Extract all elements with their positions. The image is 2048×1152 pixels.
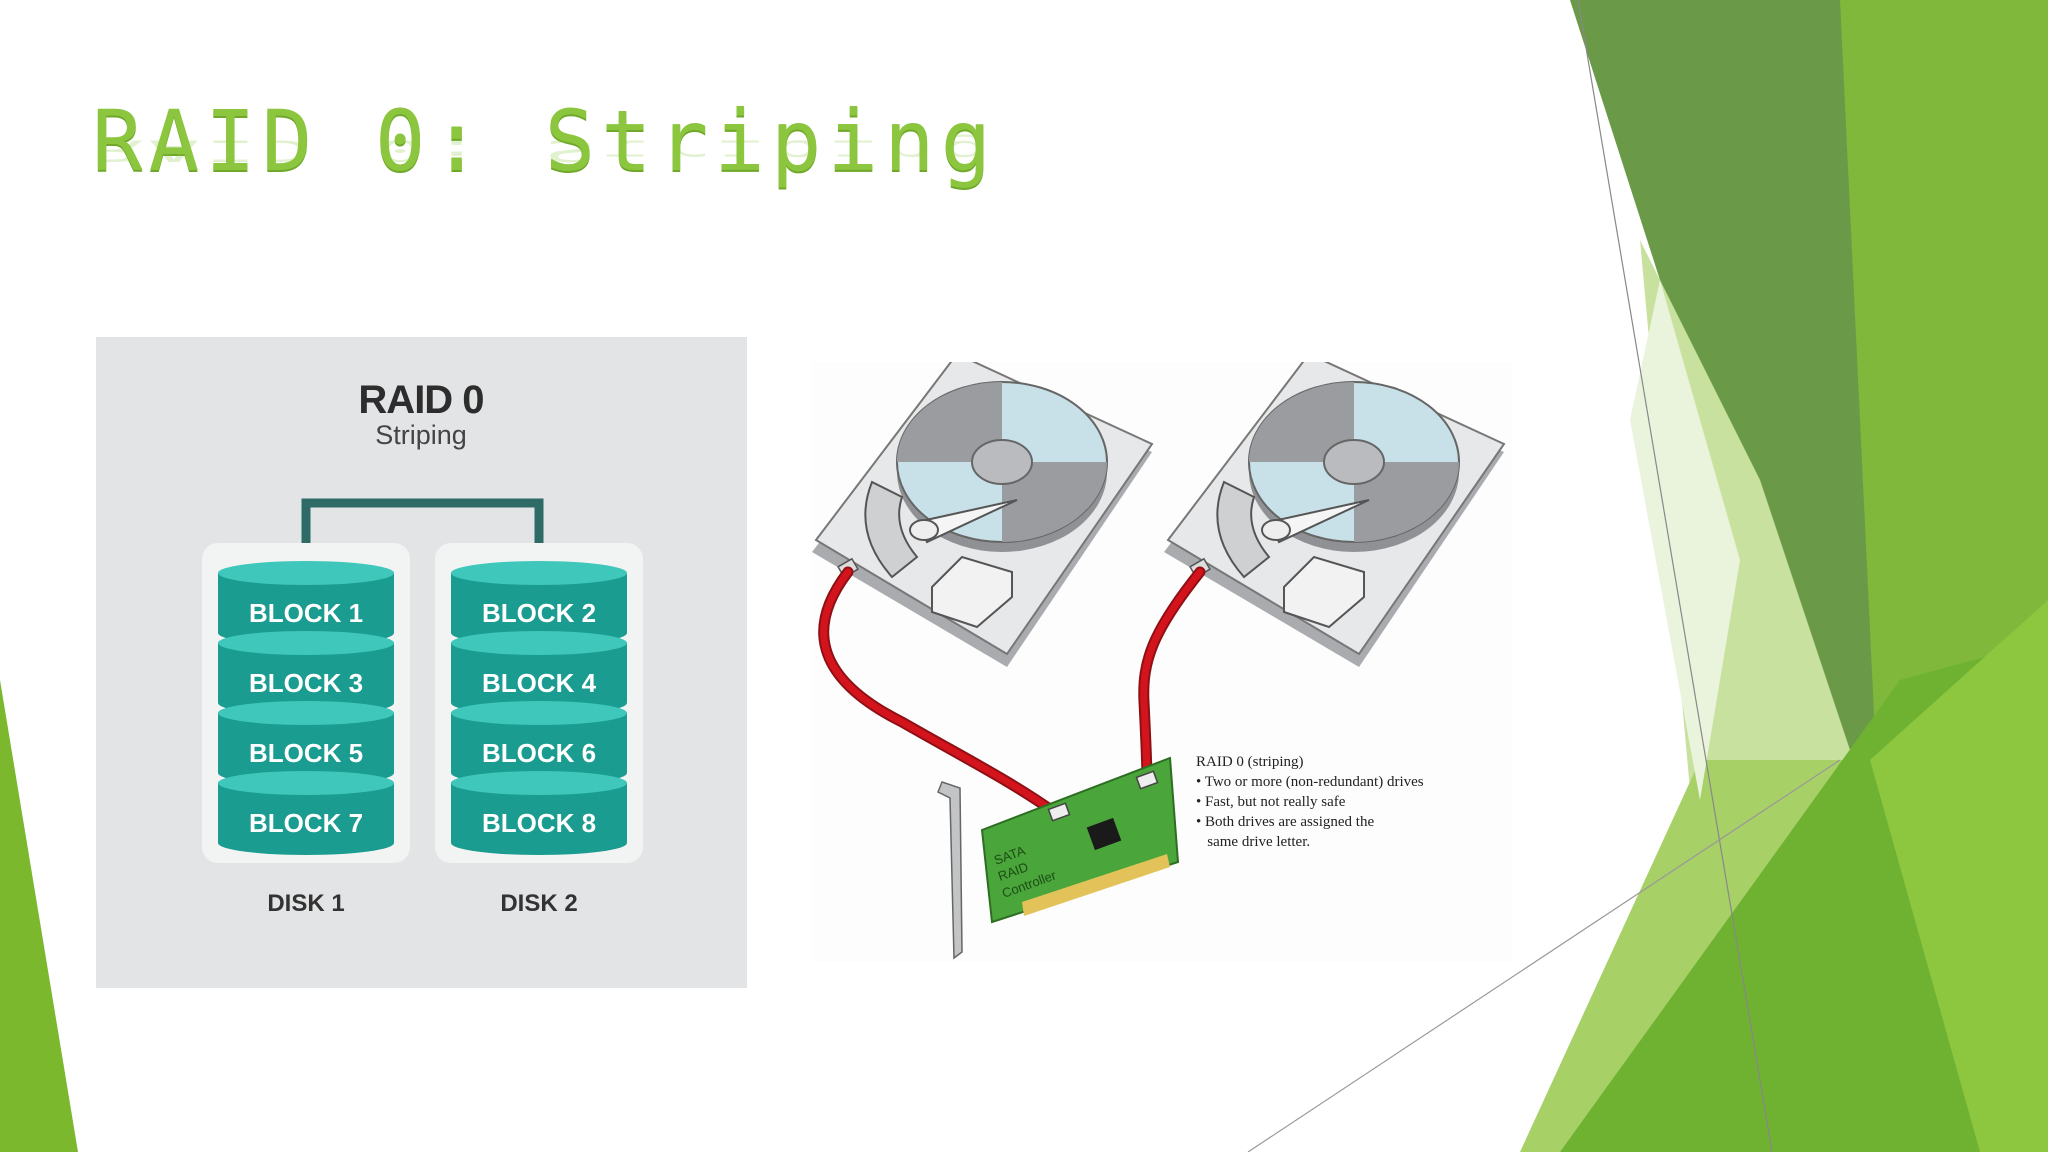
thin-line-2 [1247, 759, 1841, 1152]
page-title: RAID 0: Striping [92, 92, 998, 190]
disk-2-block-6-label: BLOCK 6 [482, 738, 596, 768]
disk-1-block-7-label: BLOCK 7 [249, 808, 363, 838]
disk-1-block-5-label: BLOCK 5 [249, 738, 363, 768]
sata-cable-2-highlight [1140, 568, 1204, 786]
diagram-subheading: Striping [375, 420, 467, 450]
hard-drive-1-icon [812, 352, 1154, 667]
disk-2-block-4-label: BLOCK 4 [482, 668, 597, 698]
hard-drive-2-icon [1164, 352, 1506, 667]
disk-2-block-2-label: BLOCK 2 [482, 598, 596, 628]
card-bracket [937, 781, 963, 960]
disk-2-block-8: BLOCK 8 [451, 771, 627, 855]
card-port-2 [1135, 770, 1159, 790]
disk-2: BLOCK 2 BLOCK 4 BLOCK 6 [435, 543, 643, 917]
sata-cable-1-highlight [820, 568, 1061, 818]
disk-1-block-3-label: BLOCK 3 [249, 668, 363, 698]
left-green-sliver [0, 680, 78, 1152]
raid-notes: RAID 0 (striping) • Two or more (non-red… [1196, 752, 1424, 852]
raid-note-item: • Two or more (non-redundant) drives [1196, 774, 1424, 790]
raid-note-item: • Both drives are assigned the [1196, 814, 1375, 830]
raid0-block-diagram: RAID 0 Striping BLOCK 1 BLOCK 3 [202, 378, 643, 917]
disk-2-block-8-label: BLOCK 8 [482, 808, 596, 838]
disk-1-label: DISK 1 [267, 890, 344, 917]
disk-connector [301, 498, 544, 573]
disk-1-block-1-label: BLOCK 1 [249, 598, 363, 628]
sata-cable-2 [1138, 566, 1206, 788]
right-whitish-shape [1630, 280, 1740, 800]
card-port-1 [1047, 802, 1071, 822]
disk-1: BLOCK 1 BLOCK 3 BLOCK 5 [202, 543, 410, 917]
raid-note-title: RAID 0 (striping) [1196, 754, 1304, 770]
disk-2-label: DISK 2 [500, 890, 577, 917]
thin-line-1 [1577, 0, 1773, 1152]
raid-note-item: same drive letter. [1196, 834, 1311, 850]
sata-raid-illustration-panel: SATA RAID Controller RAID 0 (striping) •… [812, 352, 1512, 962]
sata-raid-illustration: SATA RAID Controller [812, 352, 1506, 960]
raid-note-item: • Fast, but not really safe [1196, 794, 1346, 810]
diagram-heading: RAID 0 [358, 378, 483, 422]
raid0-block-diagram-panel: RAID 0 Striping BLOCK 1 BLOCK 3 [96, 337, 747, 988]
card-edge-connector [1022, 854, 1170, 916]
right-bright-green-shape [1870, 600, 2048, 1152]
disk-1-block-7: BLOCK 7 [218, 771, 394, 855]
disk-1-block-1: BLOCK 1 [218, 561, 394, 645]
card-pcb [980, 756, 1180, 924]
card-chip [1086, 817, 1122, 851]
sata-raid-controller-card: SATA RAID Controller [937, 756, 1180, 960]
